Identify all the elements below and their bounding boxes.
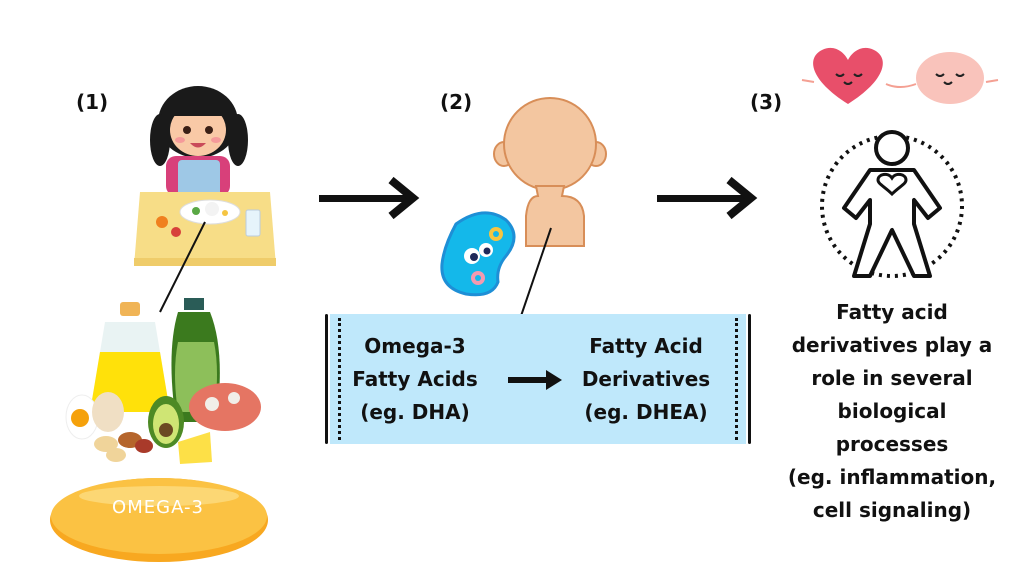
conversion-arrow <box>508 370 562 390</box>
target-line: Fatty Acid <box>589 334 703 358</box>
target-line: Derivatives <box>581 367 711 391</box>
capsule-label: OMEGA-3 <box>112 497 204 518</box>
box-right-dotted-border <box>735 318 738 440</box>
box-left-dotted-border <box>338 318 341 440</box>
arrow-step-1-to-2 <box>319 176 420 220</box>
box-right-border <box>748 314 751 444</box>
step-1-label: (1) <box>76 90 109 114</box>
omega-3-capsule <box>50 478 268 562</box>
cell-icon <box>440 211 516 297</box>
arrow-step-2-to-3 <box>657 176 758 220</box>
child-eating-illustration <box>134 86 276 266</box>
outcome-line: derivatives play a <box>791 333 993 357</box>
source-fatty-acids: Omega-3 Fatty Acids (eg. DHA) <box>340 330 490 429</box>
conversion-box: Omega-3 Fatty Acids (eg. DHA) Fatty Acid… <box>325 314 751 444</box>
box-left-border <box>325 314 328 444</box>
omega-3-foods-illustration <box>65 298 261 464</box>
outcome-line: role in several <box>811 366 973 390</box>
source-line: (eg. DHA) <box>360 400 470 424</box>
step-2-label: (2) <box>440 90 473 114</box>
source-line: Omega-3 <box>364 334 466 358</box>
outcome-description: Fatty acid derivatives play a role in se… <box>772 296 1012 527</box>
outcome-line: Fatty acid <box>836 300 948 324</box>
outcome-line: processes <box>835 432 949 456</box>
connector-line-2 <box>520 227 552 317</box>
connector-line-1 <box>159 221 206 313</box>
target-fatty-acid-derivatives: Fatty Acid Derivatives (eg. DHEA) <box>566 330 726 429</box>
outcome-line: (eg. inflammation, <box>787 465 997 489</box>
source-line: Fatty Acids <box>352 367 478 391</box>
step-3-label: (3) <box>750 90 783 114</box>
body-health-icon <box>820 130 964 278</box>
outcome-line: biological <box>837 399 947 423</box>
heart-and-brain-icon <box>801 47 999 104</box>
body-silhouette-icon <box>493 97 607 247</box>
outcome-line: cell signaling) <box>812 498 972 522</box>
target-line: (eg. DHEA) <box>584 400 708 424</box>
